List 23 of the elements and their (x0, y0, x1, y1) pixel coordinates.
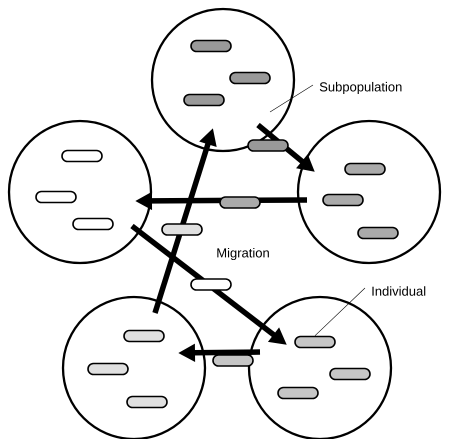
pill-shape (72, 218, 114, 230)
text-label: Migration (217, 248, 269, 260)
pill-shape (183, 94, 225, 106)
callout-label: Individual (372, 286, 426, 296)
pill-shape (322, 194, 364, 206)
pill-shape (277, 386, 319, 400)
pill-shape (229, 72, 271, 84)
pill-shape (344, 162, 386, 176)
leader-line (270, 84, 314, 112)
pill-shape (35, 190, 77, 204)
circle (150, 8, 296, 152)
callout-label: Subpopulation (320, 82, 402, 94)
pill-shape (61, 150, 103, 162)
pill-shape (123, 330, 165, 342)
circle (8, 120, 152, 264)
pill-shape (329, 368, 371, 380)
leader-line (314, 288, 366, 336)
pill-shape (294, 336, 336, 348)
pill-shape (357, 226, 399, 240)
circle (296, 120, 442, 264)
pill-shape (126, 396, 168, 408)
pill-shape (87, 362, 129, 376)
pill-shape (190, 40, 232, 52)
